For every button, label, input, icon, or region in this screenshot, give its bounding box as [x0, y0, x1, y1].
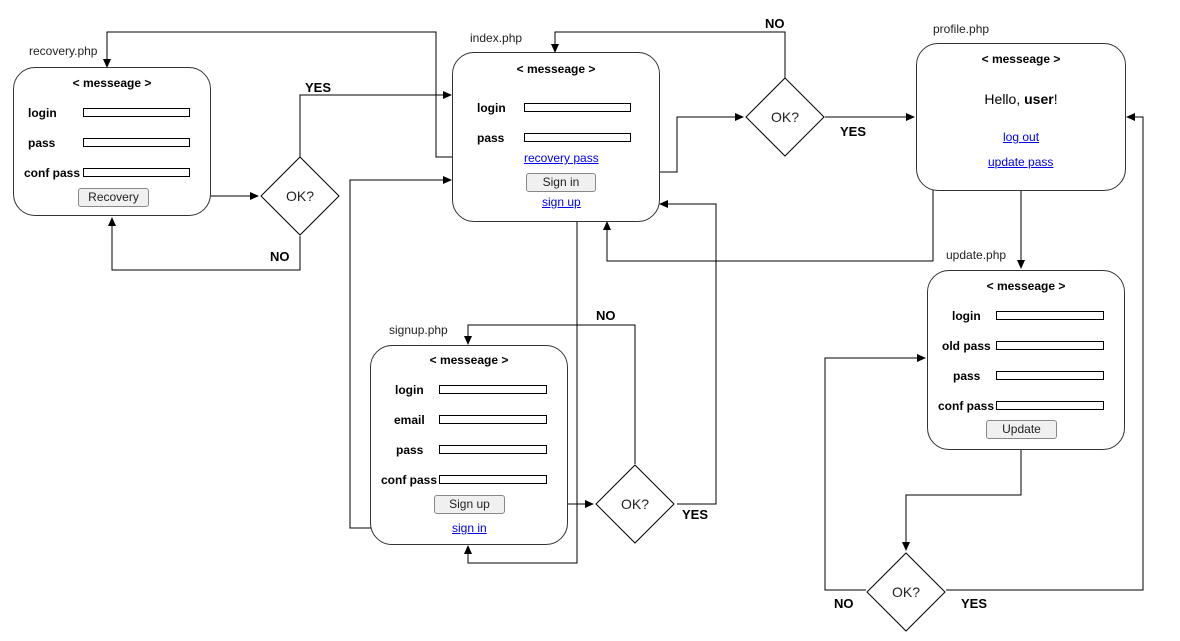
signup-login-field[interactable] — [439, 385, 547, 394]
profile-greeting-prefix: Hello, — [984, 91, 1025, 107]
edge-recovery-yes — [299, 91, 452, 157]
recovery-page-name: recovery.php — [29, 44, 98, 58]
index-no-label: NO — [765, 16, 785, 31]
edge-signup-yes — [659, 200, 717, 505]
index-message: < messeage > — [516, 62, 596, 76]
index-login-field[interactable] — [524, 103, 631, 112]
index-page-box: < messeage > login pass recovery pass Si… — [452, 52, 660, 222]
index-page-name: index.php — [470, 31, 523, 45]
signup-check-diamond: OK? — [595, 464, 675, 544]
profile-greeting: Hello, user! — [917, 91, 1125, 107]
sign-up-link[interactable]: sign up — [542, 195, 581, 209]
recovery-conf-pass-field[interactable] — [83, 168, 190, 177]
recovery-login-field[interactable] — [83, 108, 190, 117]
recovery-conf-pass-label: conf pass — [24, 166, 81, 180]
index-check-text: OK? — [770, 109, 799, 125]
signup-pass-field[interactable] — [439, 445, 547, 454]
update-page-name: update.php — [946, 248, 1007, 262]
update-yes-label: YES — [961, 596, 988, 611]
update-login-label: login — [952, 309, 981, 323]
update-check-diamond: OK? — [866, 552, 946, 632]
recovery-yes-label: YES — [305, 80, 332, 95]
signup-pass-label: pass — [396, 443, 424, 457]
edge-signup-link — [464, 217, 578, 564]
edge-index-no — [551, 31, 786, 78]
signup-email-label: email — [394, 413, 425, 427]
index-yes-label: YES — [840, 124, 867, 139]
update-pass-link[interactable]: update pass — [988, 155, 1054, 169]
signup-message: < messeage > — [429, 353, 509, 367]
index-login-label: login — [477, 101, 506, 115]
recovery-pass-link[interactable]: recovery pass — [524, 151, 599, 165]
edge-update-to-check — [902, 440, 1022, 551]
signup-check-text: OK? — [620, 496, 649, 512]
signup-page-name: signup.php — [389, 323, 448, 337]
recovery-login-label: login — [28, 106, 57, 120]
update-old-pass-label: old pass — [942, 339, 991, 353]
recovery-no-label: NO — [270, 249, 290, 264]
recovery-pass-field[interactable] — [83, 138, 190, 147]
signup-conf-pass-label: conf pass — [381, 473, 438, 487]
index-check-diamond: OK? — [745, 77, 825, 157]
update-check-text: OK? — [891, 584, 920, 600]
log-out-link[interactable]: log out — [1003, 130, 1040, 144]
profile-page-box: < messeage > Hello, user! log out update… — [916, 43, 1126, 191]
signup-page-box: < messeage > login email pass conf pass … — [370, 345, 568, 545]
edge-update-yes — [946, 113, 1144, 591]
profile-greeting-suffix: ! — [1053, 91, 1058, 107]
recovery-page-box: < messeage > login pass conf pass Recove… — [13, 67, 211, 216]
update-pass-field[interactable] — [996, 371, 1104, 380]
signup-conf-pass-field[interactable] — [439, 475, 547, 484]
update-old-pass-field[interactable] — [996, 341, 1104, 350]
recovery-pass-label: pass — [28, 136, 56, 150]
update-conf-pass-label: conf pass — [938, 399, 995, 413]
edge-update-no — [824, 354, 926, 591]
recovery-check-diamond: OK? — [260, 156, 340, 236]
index-pass-field[interactable] — [524, 133, 631, 142]
recovery-button[interactable]: Recovery — [78, 188, 149, 207]
signup-login-label: login — [395, 383, 424, 397]
profile-page-name: profile.php — [933, 22, 990, 36]
update-page-box: < messeage > login old pass pass conf pa… — [927, 270, 1125, 450]
recovery-message: < messeage > — [72, 76, 152, 90]
update-message: < messeage > — [986, 279, 1066, 293]
profile-message: < messeage > — [981, 52, 1061, 66]
sign-up-button[interactable]: Sign up — [434, 495, 505, 514]
signup-yes-label: YES — [682, 507, 709, 522]
signup-email-field[interactable] — [439, 415, 547, 424]
recovery-check-text: OK? — [285, 188, 314, 204]
update-button[interactable]: Update — [986, 420, 1057, 439]
index-pass-label: pass — [477, 131, 505, 145]
edge-recovery-no — [108, 217, 301, 271]
signup-no-label: NO — [596, 308, 616, 323]
update-pass-label: pass — [953, 369, 981, 383]
edge-signup-no — [464, 324, 636, 464]
profile-greeting-user: user — [1024, 91, 1054, 107]
update-login-field[interactable] — [996, 311, 1104, 320]
update-no-label: NO — [834, 596, 854, 611]
sign-in-button[interactable]: Sign in — [526, 173, 596, 192]
update-conf-pass-field[interactable] — [996, 401, 1104, 410]
sign-in-link[interactable]: sign in — [452, 521, 487, 535]
